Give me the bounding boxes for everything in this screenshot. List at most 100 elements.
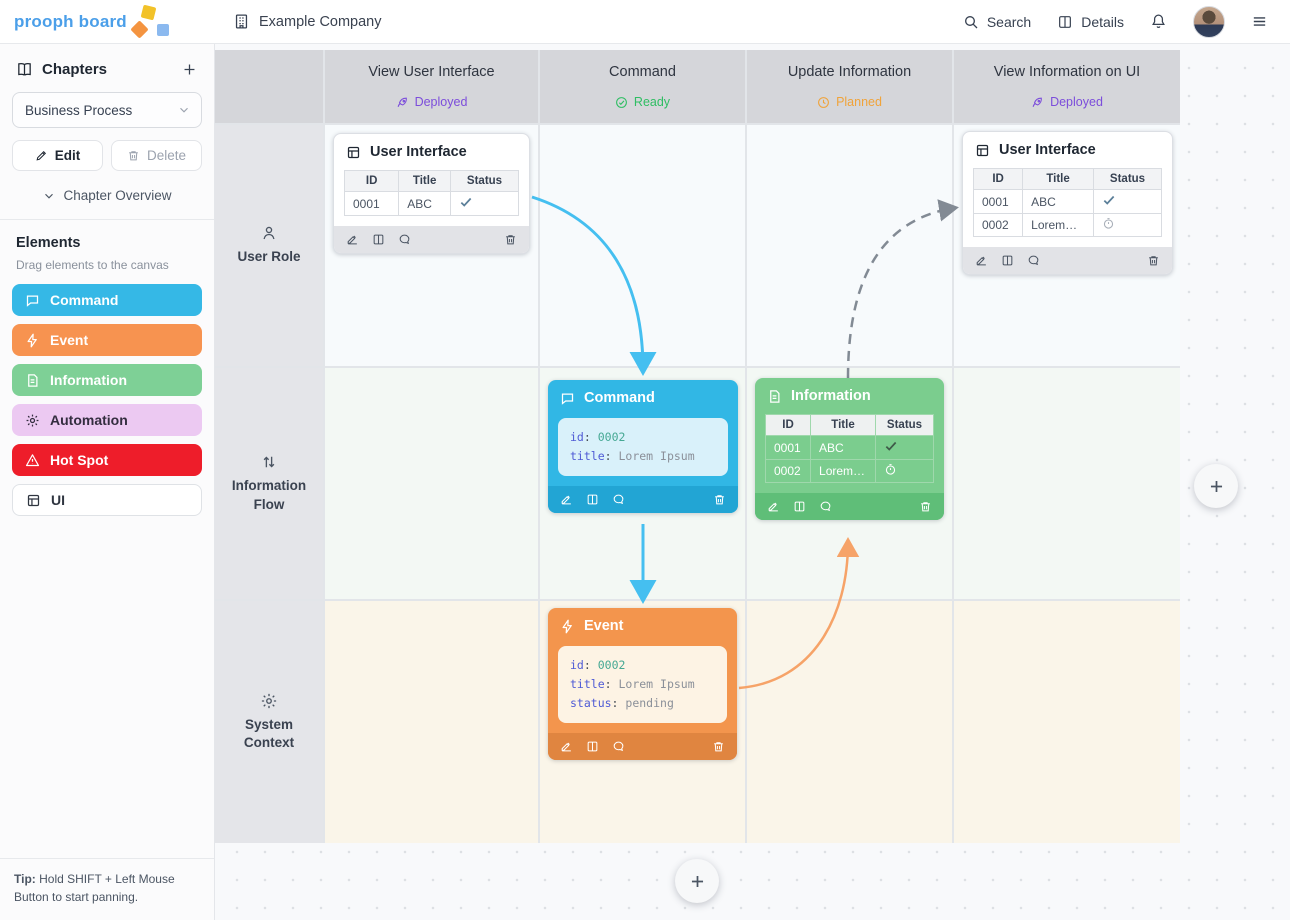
lane-cell[interactable] [325, 368, 538, 599]
lane-cell[interactable] [540, 125, 745, 366]
card-user-interface-1[interactable]: User Interface ID Title Status 0001 ABC [333, 133, 530, 254]
company-name: Example Company [259, 13, 382, 30]
palette-label: Command [50, 292, 119, 308]
comment-icon[interactable] [819, 500, 832, 513]
ui-table: ID Title Status 0001 ABC 0002 Lorem… [972, 168, 1162, 237]
add-element-button-right[interactable] [1194, 464, 1238, 508]
lane-cell[interactable] [747, 601, 952, 843]
cell-id: 0002 [972, 213, 1024, 237]
panel-icon[interactable] [586, 740, 599, 753]
trash-icon[interactable] [712, 740, 725, 753]
warning-icon [25, 453, 40, 466]
panel-icon[interactable] [1001, 254, 1014, 267]
card-command[interactable]: Command id: 0002 title: Lorem Ipsum [548, 380, 738, 513]
column-status-label: Deployed [1050, 95, 1103, 109]
status-check-icon [884, 439, 898, 453]
app-logo: prooph board [0, 4, 215, 39]
notifications-button[interactable] [1150, 13, 1167, 30]
column-title: View Information on UI [993, 64, 1141, 80]
chevron-down-icon [180, 107, 188, 113]
row-header-system-context[interactable]: System Context [215, 601, 323, 843]
details-button[interactable]: Details [1057, 14, 1124, 30]
card-user-interface-2[interactable]: User Interface ID Title Status 0001 ABC … [962, 131, 1173, 275]
comment-icon[interactable] [398, 233, 411, 246]
palette-label: UI [51, 492, 65, 508]
row-label: Information Flow [231, 478, 307, 512]
trash-icon[interactable] [713, 493, 726, 506]
row-header-user-role[interactable]: User Role [215, 125, 323, 366]
edit-icon[interactable] [560, 740, 573, 753]
chapter-select[interactable]: Business Process [12, 92, 202, 128]
trash-icon[interactable] [919, 500, 932, 513]
board-canvas[interactable]: View User Interface Deployed Command Rea… [215, 44, 1290, 920]
lane-cell[interactable] [954, 601, 1180, 843]
trash-icon [129, 151, 138, 161]
document-icon [28, 373, 38, 387]
panel-icon [1059, 15, 1072, 28]
palette-item-automation[interactable]: Automation [12, 404, 202, 436]
chapters-title: Chapters [42, 61, 108, 78]
chapter-overview-toggle[interactable]: Chapter Overview [0, 188, 214, 203]
column-header-command[interactable]: Command Ready [540, 50, 745, 123]
column-header-view-information-on-ui[interactable]: View Information on UI Deployed [954, 50, 1180, 123]
panel-icon[interactable] [372, 233, 385, 246]
edit-chapter-button[interactable]: Edit [12, 140, 103, 171]
row-label: User Role [237, 249, 301, 265]
search-button[interactable]: Search [963, 14, 1031, 30]
payload-preview: id: 0002 title: Lorem Ipsum [558, 418, 728, 476]
column-header-view-user-interface[interactable]: View User Interface Deployed [325, 50, 538, 123]
edit-icon[interactable] [767, 500, 780, 513]
comment-icon[interactable] [612, 740, 625, 753]
delete-chapter-button[interactable]: Delete [111, 140, 202, 171]
lane-cell[interactable] [325, 601, 538, 843]
column-header-update-information[interactable]: Update Information Planned [747, 50, 952, 123]
table-row: 0001 ABC [972, 189, 1162, 214]
trash-icon[interactable] [1147, 254, 1160, 267]
cell-title: Lorem… [1022, 213, 1094, 237]
cell-id: 0001 [972, 189, 1024, 214]
plus-icon [184, 64, 195, 75]
add-chapter-button[interactable] [181, 61, 198, 78]
edit-icon[interactable] [975, 254, 988, 267]
column-header: Status [875, 414, 934, 436]
palette-item-ui[interactable]: UI [12, 484, 202, 516]
status-check-icon [459, 195, 473, 209]
chapter-overview-label: Chapter Overview [63, 188, 172, 203]
logo-text: prooph board [14, 11, 127, 31]
column-header: ID [343, 170, 400, 192]
palette-item-event[interactable]: Event [12, 324, 202, 356]
panel-icon[interactable] [586, 493, 599, 506]
palette-item-hotspot[interactable]: Hot Spot [12, 444, 202, 476]
chat-icon [26, 295, 39, 307]
edit-label: Edit [54, 148, 81, 163]
avatar[interactable] [1193, 5, 1225, 38]
row-header-information-flow[interactable]: Information Flow [215, 368, 323, 599]
menu-button[interactable] [1251, 13, 1268, 30]
palette-item-command[interactable]: Command [12, 284, 202, 316]
gear-icon [261, 693, 277, 708]
palette-label: Automation [50, 412, 128, 428]
column-header: ID [972, 168, 1024, 190]
ui-table: ID Title Status 0001 ABC [343, 170, 519, 216]
arrows-updown-icon [263, 456, 275, 468]
trash-icon[interactable] [504, 233, 517, 246]
edit-icon[interactable] [346, 233, 359, 246]
add-element-button-bottom[interactable] [675, 859, 719, 903]
column-status-label: Planned [836, 95, 882, 109]
tip-label: Tip: [14, 872, 36, 887]
panel-icon[interactable] [793, 500, 806, 513]
rocket-icon [1032, 97, 1042, 107]
card-event[interactable]: Event id: 0002 title: Lorem Ipsum status… [548, 608, 737, 760]
palette-item-information[interactable]: Information [12, 364, 202, 396]
elements-title: Elements [16, 235, 81, 251]
comment-icon[interactable] [612, 493, 625, 506]
lane-cell[interactable] [747, 125, 952, 366]
card-information[interactable]: Information ID Title Status 0001 ABC 000… [755, 378, 944, 520]
information-table: ID Title Status 0001 ABC 0002 Lorem… [764, 414, 934, 483]
column-header: Title [810, 414, 876, 436]
lane-cell[interactable] [954, 368, 1180, 599]
edit-icon[interactable] [560, 493, 573, 506]
plus-icon [691, 875, 703, 887]
comment-icon[interactable] [1027, 254, 1040, 267]
building-icon [235, 14, 248, 29]
